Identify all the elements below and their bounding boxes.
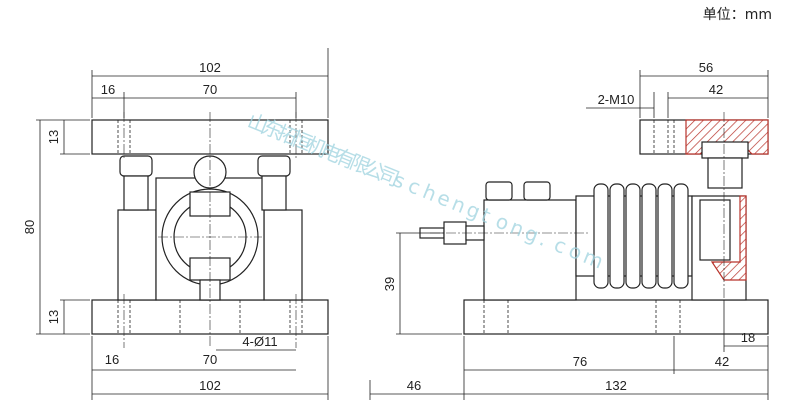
side-dim-right-small: 18 <box>741 330 755 345</box>
side-top-stud <box>707 157 743 189</box>
side-view: 56 42 2-M10 39 18 76 42 46 132 <box>369 60 769 400</box>
side-dim-thread: 2-M10 <box>598 92 635 107</box>
side-dim-bottom-right: 42 <box>715 354 729 369</box>
front-dim-top-overall: 102 <box>199 60 221 75</box>
side-lower-block <box>483 199 577 301</box>
side-dim-bottom-overall: 132 <box>605 378 627 393</box>
front-right-nut <box>257 155 291 177</box>
side-top-nut <box>701 141 749 159</box>
front-right-block <box>263 209 303 301</box>
side-bellows <box>593 183 689 289</box>
front-dim-left-total: 80 <box>22 220 37 234</box>
front-dim-holes: 4-Ø11 <box>242 334 277 349</box>
side-dim-bottom-left: 46 <box>407 378 421 393</box>
front-dim-left-bottom: 13 <box>46 310 61 324</box>
side-bolt-2 <box>523 181 551 201</box>
front-dim-bottom-left: 16 <box>105 352 119 367</box>
front-dim-bottom-holes: 70 <box>203 352 217 367</box>
side-bolt-hole <box>699 199 731 261</box>
side-dim-top-overall: 56 <box>699 60 713 75</box>
side-base-plate <box>463 299 769 335</box>
front-left-block <box>117 209 157 301</box>
front-left-bolt <box>123 175 149 211</box>
side-bolt-1 <box>485 181 513 201</box>
front-dim-top-holes: 70 <box>203 82 217 97</box>
unit-label: 单位：mm <box>702 7 772 23</box>
front-left-nut <box>119 155 153 177</box>
side-dim-height: 39 <box>382 277 397 291</box>
front-dim-bottom-overall: 102 <box>199 378 221 393</box>
front-right-bolt <box>261 175 287 211</box>
side-dim-top-right: 42 <box>709 82 723 97</box>
front-view: 102 16 70 13 80 13 4-Ø11 16 70 102 <box>22 48 329 400</box>
side-dim-bottom-mid: 76 <box>573 354 587 369</box>
front-dim-top-left: 16 <box>101 82 115 97</box>
front-dim-left-top: 13 <box>46 130 61 144</box>
